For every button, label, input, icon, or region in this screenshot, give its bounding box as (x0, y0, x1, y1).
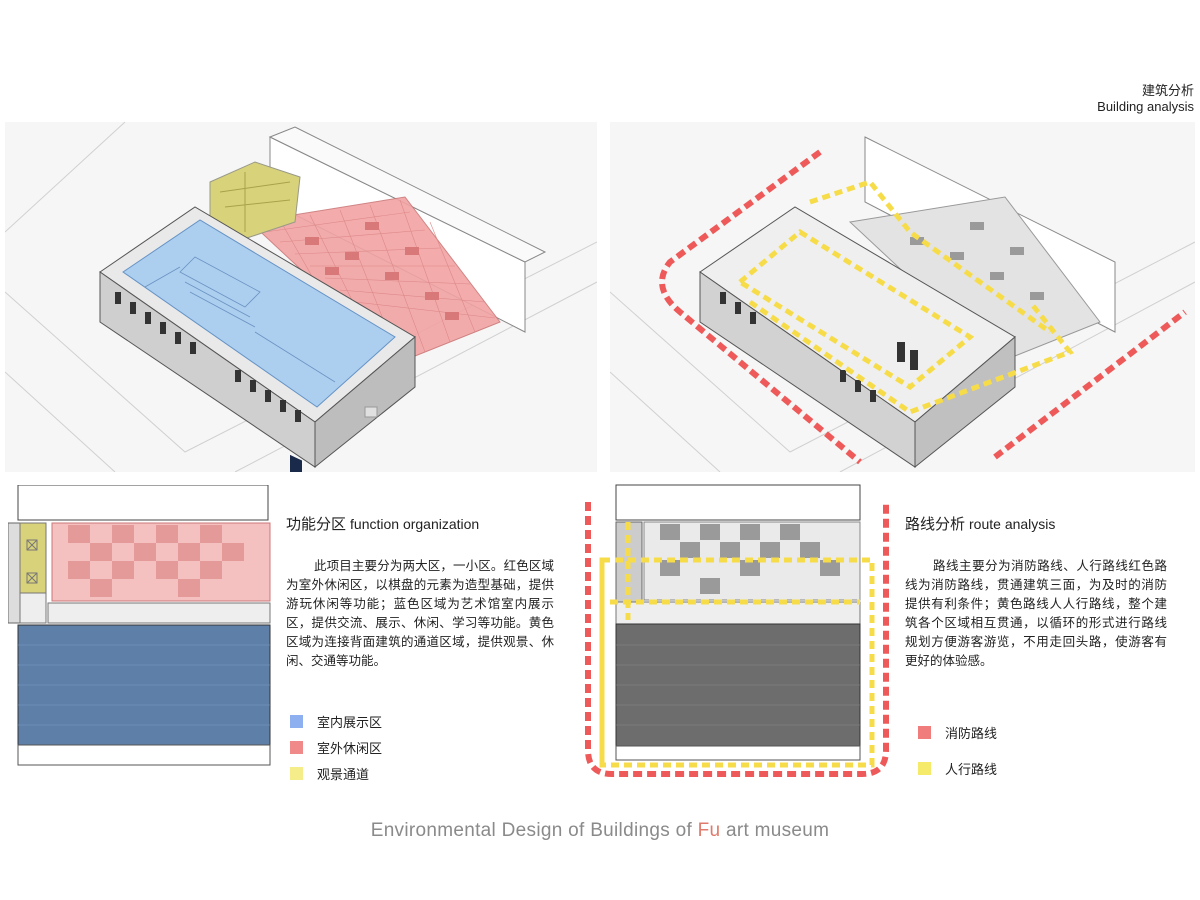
axonometric-function-diagram (5, 122, 597, 472)
legend-swatch-red (290, 740, 303, 754)
function-legend: 室内展示区 室外休闲区 观景通道 (290, 708, 382, 786)
route-title-cn: 路线分析 (905, 515, 966, 533)
footer-pre: Environmental Design of Buildings of (370, 820, 698, 841)
legend-item-walk-route: 人行路线 (918, 750, 997, 786)
legend-swatch-yellow (290, 766, 303, 780)
outdoor-leisure-zone (248, 196, 501, 363)
legend-item-fire-route: 消防路线 (918, 714, 997, 750)
legend-swatch-red-route (918, 725, 931, 739)
plan-outdoor-leisure-zone (51, 522, 271, 602)
indoor-exhibition-zone (122, 219, 396, 472)
plan-walking-route (599, 522, 875, 768)
plan-fire-route (585, 502, 889, 777)
viewing-corridor-zone (209, 161, 301, 243)
footer-accent: Fu (697, 820, 721, 841)
plan-function-diagram (8, 485, 271, 766)
route-legend: 消防路线 人行路线 (918, 714, 997, 786)
route-description: 路线主要分为消防路线、人行路线红色路线为消防路线，贯通建筑三面，为及时的消防提供… (905, 558, 1167, 668)
footer-caption: Environmental Design of Buildings of Fu … (0, 820, 1200, 842)
legend-swatch-yellow-route (918, 761, 931, 775)
fire-route-path (659, 149, 1187, 465)
legend-swatch-blue (290, 714, 303, 728)
header-title-en: Building analysis (1097, 99, 1194, 114)
route-title-en: route analysis (969, 516, 1056, 532)
legend-item-outdoor: 室外休闲区 (290, 734, 382, 760)
plan-route-diagram (585, 484, 889, 777)
footer-post: art museum (720, 820, 830, 841)
walking-route-path (735, 179, 1075, 415)
plan-indoor-exhibition-zone (17, 624, 271, 746)
function-title-en: function organization (350, 516, 480, 532)
legend-item-indoor: 室内展示区 (290, 708, 382, 734)
axonometric-route-diagram (610, 122, 1195, 472)
legend-item-corridor: 观景通道 (290, 760, 382, 786)
header-title-cn: 建筑分析 (1141, 84, 1194, 99)
function-description: 此项目主要分为两大区，一小区。红色区域为室外休闲区，以棋盘的元素为造型基础，提供… (286, 558, 554, 668)
function-title-cn: 功能分区 (286, 515, 347, 533)
